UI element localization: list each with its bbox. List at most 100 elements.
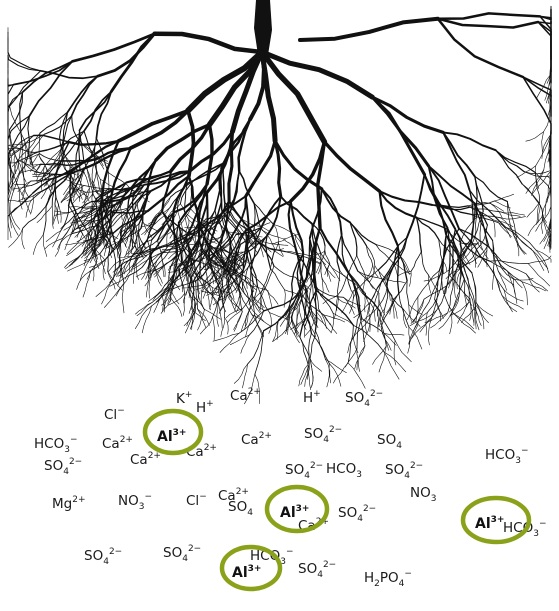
root-branch bbox=[241, 335, 249, 353]
root-branch bbox=[72, 76, 98, 116]
root-branch bbox=[39, 133, 40, 156]
ion-label-so4i: SO42− bbox=[84, 547, 122, 567]
root-branch bbox=[321, 253, 333, 268]
root-branch bbox=[267, 197, 281, 236]
root-system bbox=[8, 0, 551, 404]
root-branch bbox=[387, 284, 404, 309]
root-branch bbox=[266, 266, 274, 287]
root-branch bbox=[289, 325, 300, 343]
aluminum-ion-label: Al3+ bbox=[232, 564, 261, 581]
ion-label-so4e: SO42− bbox=[44, 457, 82, 477]
ion-label-so4d: SO42− bbox=[285, 461, 323, 481]
root-branch bbox=[364, 318, 370, 342]
taproot bbox=[254, 0, 272, 55]
ion-label-hco3c: HCO3 bbox=[326, 461, 362, 480]
root-branch bbox=[213, 317, 215, 340]
root-branch bbox=[33, 235, 43, 255]
root-branch bbox=[384, 352, 399, 379]
root-branch bbox=[274, 225, 279, 243]
root-branch bbox=[225, 317, 229, 334]
root-branch bbox=[325, 267, 335, 278]
root-branch bbox=[372, 97, 424, 174]
root-branch bbox=[325, 246, 330, 264]
root-branch bbox=[149, 279, 150, 298]
root-branch bbox=[185, 311, 195, 333]
root-branch bbox=[256, 241, 274, 266]
root-branch bbox=[438, 13, 540, 18]
root-branch bbox=[108, 271, 123, 290]
root-branch bbox=[472, 273, 476, 306]
root-branch bbox=[443, 132, 469, 190]
root-branch bbox=[421, 252, 428, 276]
root-branch bbox=[299, 364, 309, 386]
aluminum-ion-2: Al3+ bbox=[267, 487, 327, 531]
root-branch bbox=[315, 331, 325, 360]
root-branch bbox=[66, 241, 85, 255]
ion-label-ca1: Ca2+ bbox=[230, 387, 261, 404]
root-branch bbox=[348, 325, 353, 363]
root-branch bbox=[317, 289, 333, 314]
root-branch bbox=[420, 310, 437, 332]
ion-label-ca2: Ca2+ bbox=[102, 435, 133, 452]
root-branch bbox=[268, 292, 272, 309]
root-branch bbox=[378, 307, 379, 332]
root-branch bbox=[37, 206, 52, 223]
root-branch bbox=[523, 77, 551, 134]
root-branch bbox=[487, 251, 488, 267]
root-branch bbox=[273, 325, 289, 342]
root-branch bbox=[300, 19, 438, 40]
root-branch bbox=[246, 315, 255, 337]
root-branch bbox=[10, 106, 25, 141]
root-branch bbox=[357, 256, 366, 277]
ion-label-cl2: Cl− bbox=[186, 492, 207, 509]
root-branch bbox=[425, 313, 448, 323]
root-branch bbox=[89, 260, 105, 268]
root-branch bbox=[218, 302, 222, 328]
root-branch bbox=[528, 217, 542, 236]
root-branch bbox=[223, 163, 225, 202]
root-branch bbox=[206, 257, 208, 277]
root-branch bbox=[8, 177, 14, 206]
root-branch bbox=[31, 196, 34, 214]
root-branch bbox=[372, 97, 443, 132]
root-branch bbox=[475, 176, 508, 201]
root-branch bbox=[213, 333, 239, 341]
root-branch bbox=[504, 290, 523, 301]
ion-label-so4b: SO42− bbox=[304, 425, 342, 445]
root-branch bbox=[93, 262, 97, 281]
root-branch bbox=[502, 295, 524, 309]
root-branch bbox=[25, 152, 26, 172]
ion-label-cl1: Cl− bbox=[104, 406, 125, 423]
ion-label-no3a: NO3− bbox=[118, 492, 152, 512]
root-branch bbox=[122, 283, 124, 313]
root-branch bbox=[246, 201, 291, 230]
root-branch bbox=[393, 281, 407, 300]
root-branch bbox=[271, 249, 275, 264]
root-branch bbox=[155, 34, 263, 52]
root-branch bbox=[380, 191, 398, 246]
root-branch bbox=[54, 211, 69, 212]
root-branch bbox=[526, 274, 539, 292]
root-branch bbox=[100, 179, 112, 186]
aluminum-ion-label: Al3+ bbox=[157, 428, 186, 445]
root-branch bbox=[345, 348, 357, 367]
root-branch bbox=[271, 244, 288, 246]
ion-label-so4a: SO42− bbox=[345, 389, 383, 409]
root-branch bbox=[500, 212, 524, 215]
root-branch bbox=[246, 141, 275, 196]
root-branch bbox=[513, 279, 517, 304]
root-branch bbox=[327, 364, 330, 388]
root-branch bbox=[409, 304, 423, 314]
root-branch bbox=[40, 154, 60, 161]
root-branch bbox=[266, 236, 271, 269]
root-branch bbox=[337, 271, 339, 299]
root-branch bbox=[407, 281, 409, 305]
root-branch bbox=[277, 320, 279, 340]
root-branch bbox=[20, 149, 39, 153]
root-branch bbox=[476, 306, 477, 329]
root-branch bbox=[248, 331, 264, 364]
root-branch bbox=[52, 175, 55, 190]
root-branch bbox=[80, 92, 112, 131]
ion-label-h1: H+ bbox=[196, 399, 214, 416]
